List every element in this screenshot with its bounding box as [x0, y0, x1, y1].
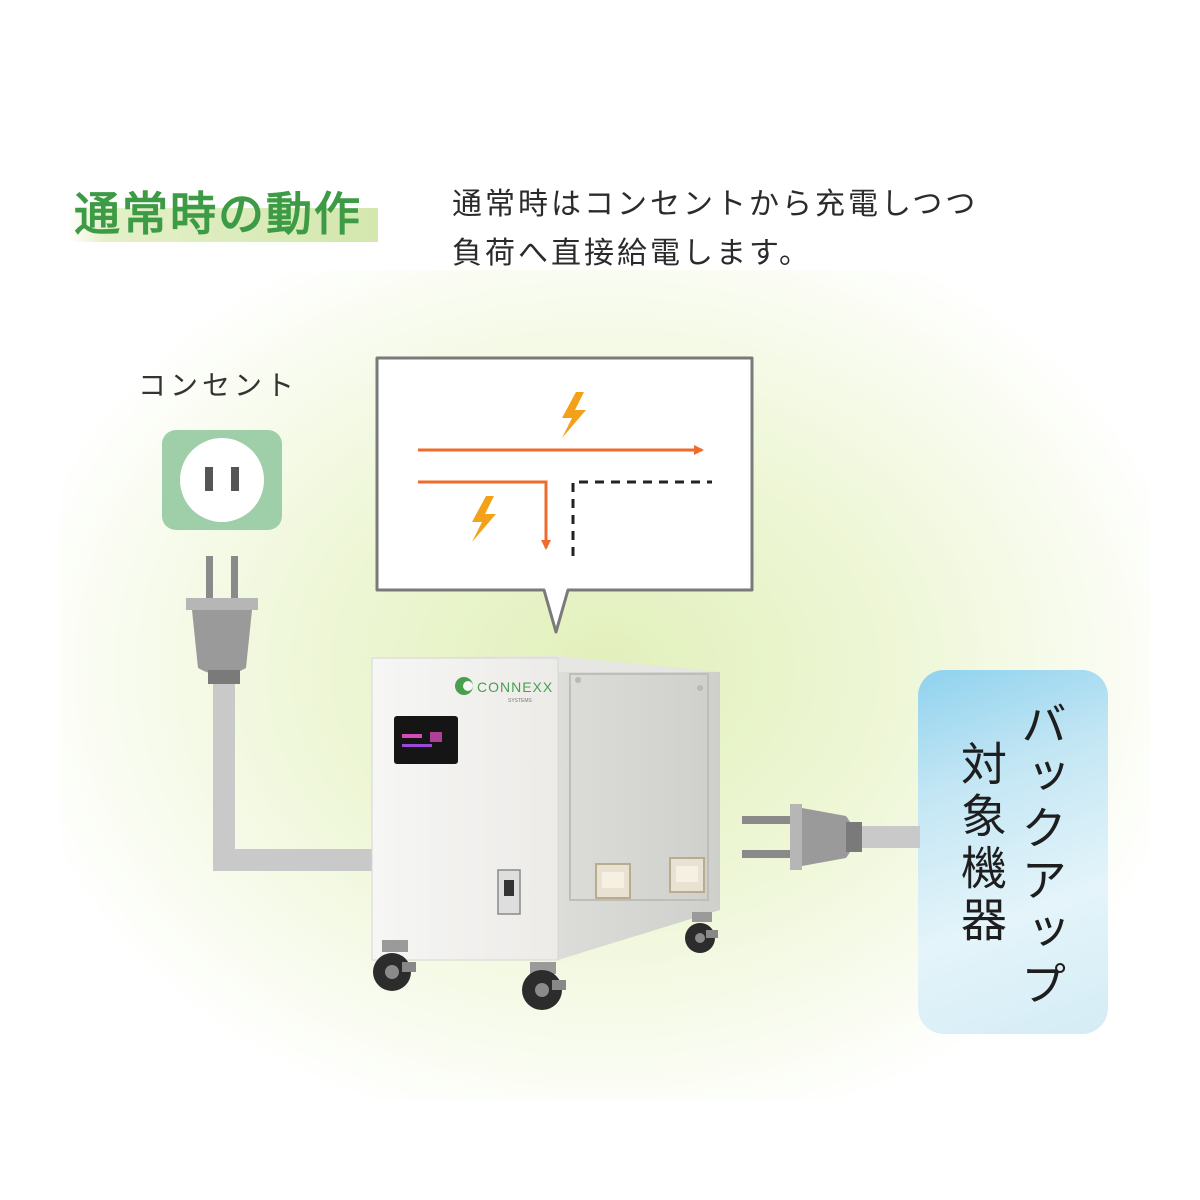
backup-label-line-1: バックアップ	[1014, 700, 1068, 1012]
brand-name: CONNEXX	[477, 679, 553, 695]
input-plug-icon	[186, 556, 258, 684]
backup-label-line-2: 対象機器	[954, 740, 1008, 948]
heading-highlight	[68, 208, 378, 242]
supply-flow-arrow	[418, 480, 551, 550]
outlet-label: コンセント	[138, 369, 299, 402]
lightning-bolt-icon	[562, 392, 586, 438]
connexx-logo-icon	[455, 677, 473, 695]
output-plug-icon	[742, 804, 862, 870]
outlet-icon	[162, 430, 282, 530]
caster-wheel-icon	[373, 940, 416, 991]
display-panel-icon	[394, 716, 458, 764]
description-line-2: 負荷へ直接給電します。	[452, 236, 812, 271]
flow-callout	[375, 356, 754, 634]
description-line-1: 通常時はコンセントから充電しつつ	[452, 187, 979, 222]
inactive-path	[571, 480, 712, 556]
brand-subtitle: SYSTEMS	[508, 698, 533, 704]
heading-title: 通常時の動作	[74, 187, 362, 241]
output-cable	[860, 826, 920, 848]
battery-unit	[371, 656, 720, 961]
caster-wheel-icon	[522, 962, 566, 1010]
section-heading: 通常時の動作	[68, 178, 378, 254]
caster-wheel-icon	[685, 912, 718, 953]
description: 通常時はコンセントから充電しつつ 負荷へ直接給電します。	[452, 180, 978, 278]
backup-device-box	[918, 670, 1108, 1034]
input-cable	[213, 680, 372, 871]
lightning-bolt-icon	[472, 496, 496, 542]
